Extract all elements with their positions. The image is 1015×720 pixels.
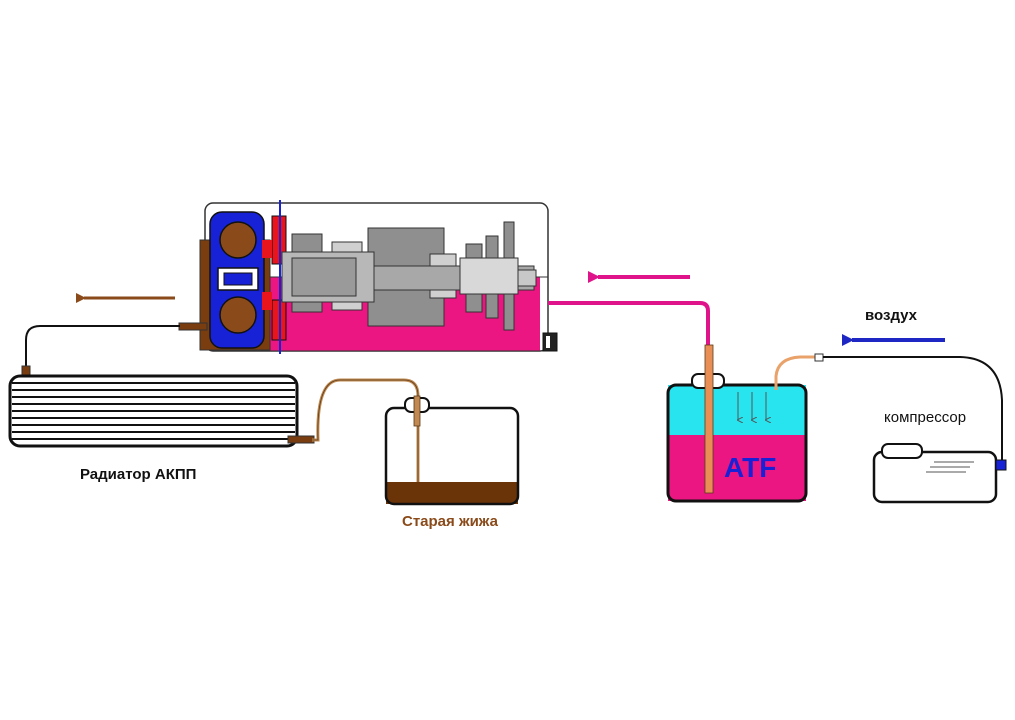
transmission (178, 200, 558, 354)
cooler-outlet-fitting (178, 322, 208, 331)
atf-canister (666, 383, 808, 503)
output-spline (517, 269, 537, 287)
atf-pickup-tube (704, 344, 714, 494)
atf-fluid (668, 435, 806, 501)
radiator-fins (12, 382, 295, 440)
compressor-top (881, 443, 923, 459)
output-collar (459, 257, 519, 295)
compressor-outlet (995, 459, 1007, 471)
drain-hose (312, 378, 420, 484)
radiator (8, 374, 315, 448)
radiator-outlet-fitting (287, 435, 315, 444)
air-label: воздух (865, 307, 918, 324)
old-fluid-tube (413, 395, 421, 427)
pump-plate-left-b (262, 292, 272, 310)
old-fluid-container (384, 395, 520, 506)
air-hose-connector (814, 353, 824, 362)
atf-air-space (668, 385, 806, 435)
cooler-line (25, 325, 180, 370)
converter-center-slot (223, 272, 253, 286)
compressor (872, 443, 1007, 504)
old-fluid-bucket (384, 406, 520, 506)
converter-lower-disc (219, 296, 257, 334)
air-hose-tan (774, 355, 818, 390)
atf-label: ATF (724, 452, 776, 483)
converter-upper-disc (219, 221, 257, 259)
drain-hose-outline (312, 379, 419, 484)
old-fluid-label: Старая жижа (402, 513, 499, 530)
pump-plate-left-a (262, 240, 272, 258)
atf-feed-line (548, 301, 710, 348)
air-hose (823, 356, 1003, 462)
compressor-label: компрессор (884, 409, 966, 426)
drain-plug-slot (546, 336, 550, 348)
radiator-label: Радиатор АКПП (80, 466, 196, 483)
compressor-body (872, 450, 998, 504)
shaft-inner (291, 257, 357, 297)
compressor-vents (926, 461, 974, 473)
air-pressure-arrows (738, 392, 766, 420)
old-fluid-fill (386, 482, 518, 504)
atf-container (666, 344, 808, 503)
